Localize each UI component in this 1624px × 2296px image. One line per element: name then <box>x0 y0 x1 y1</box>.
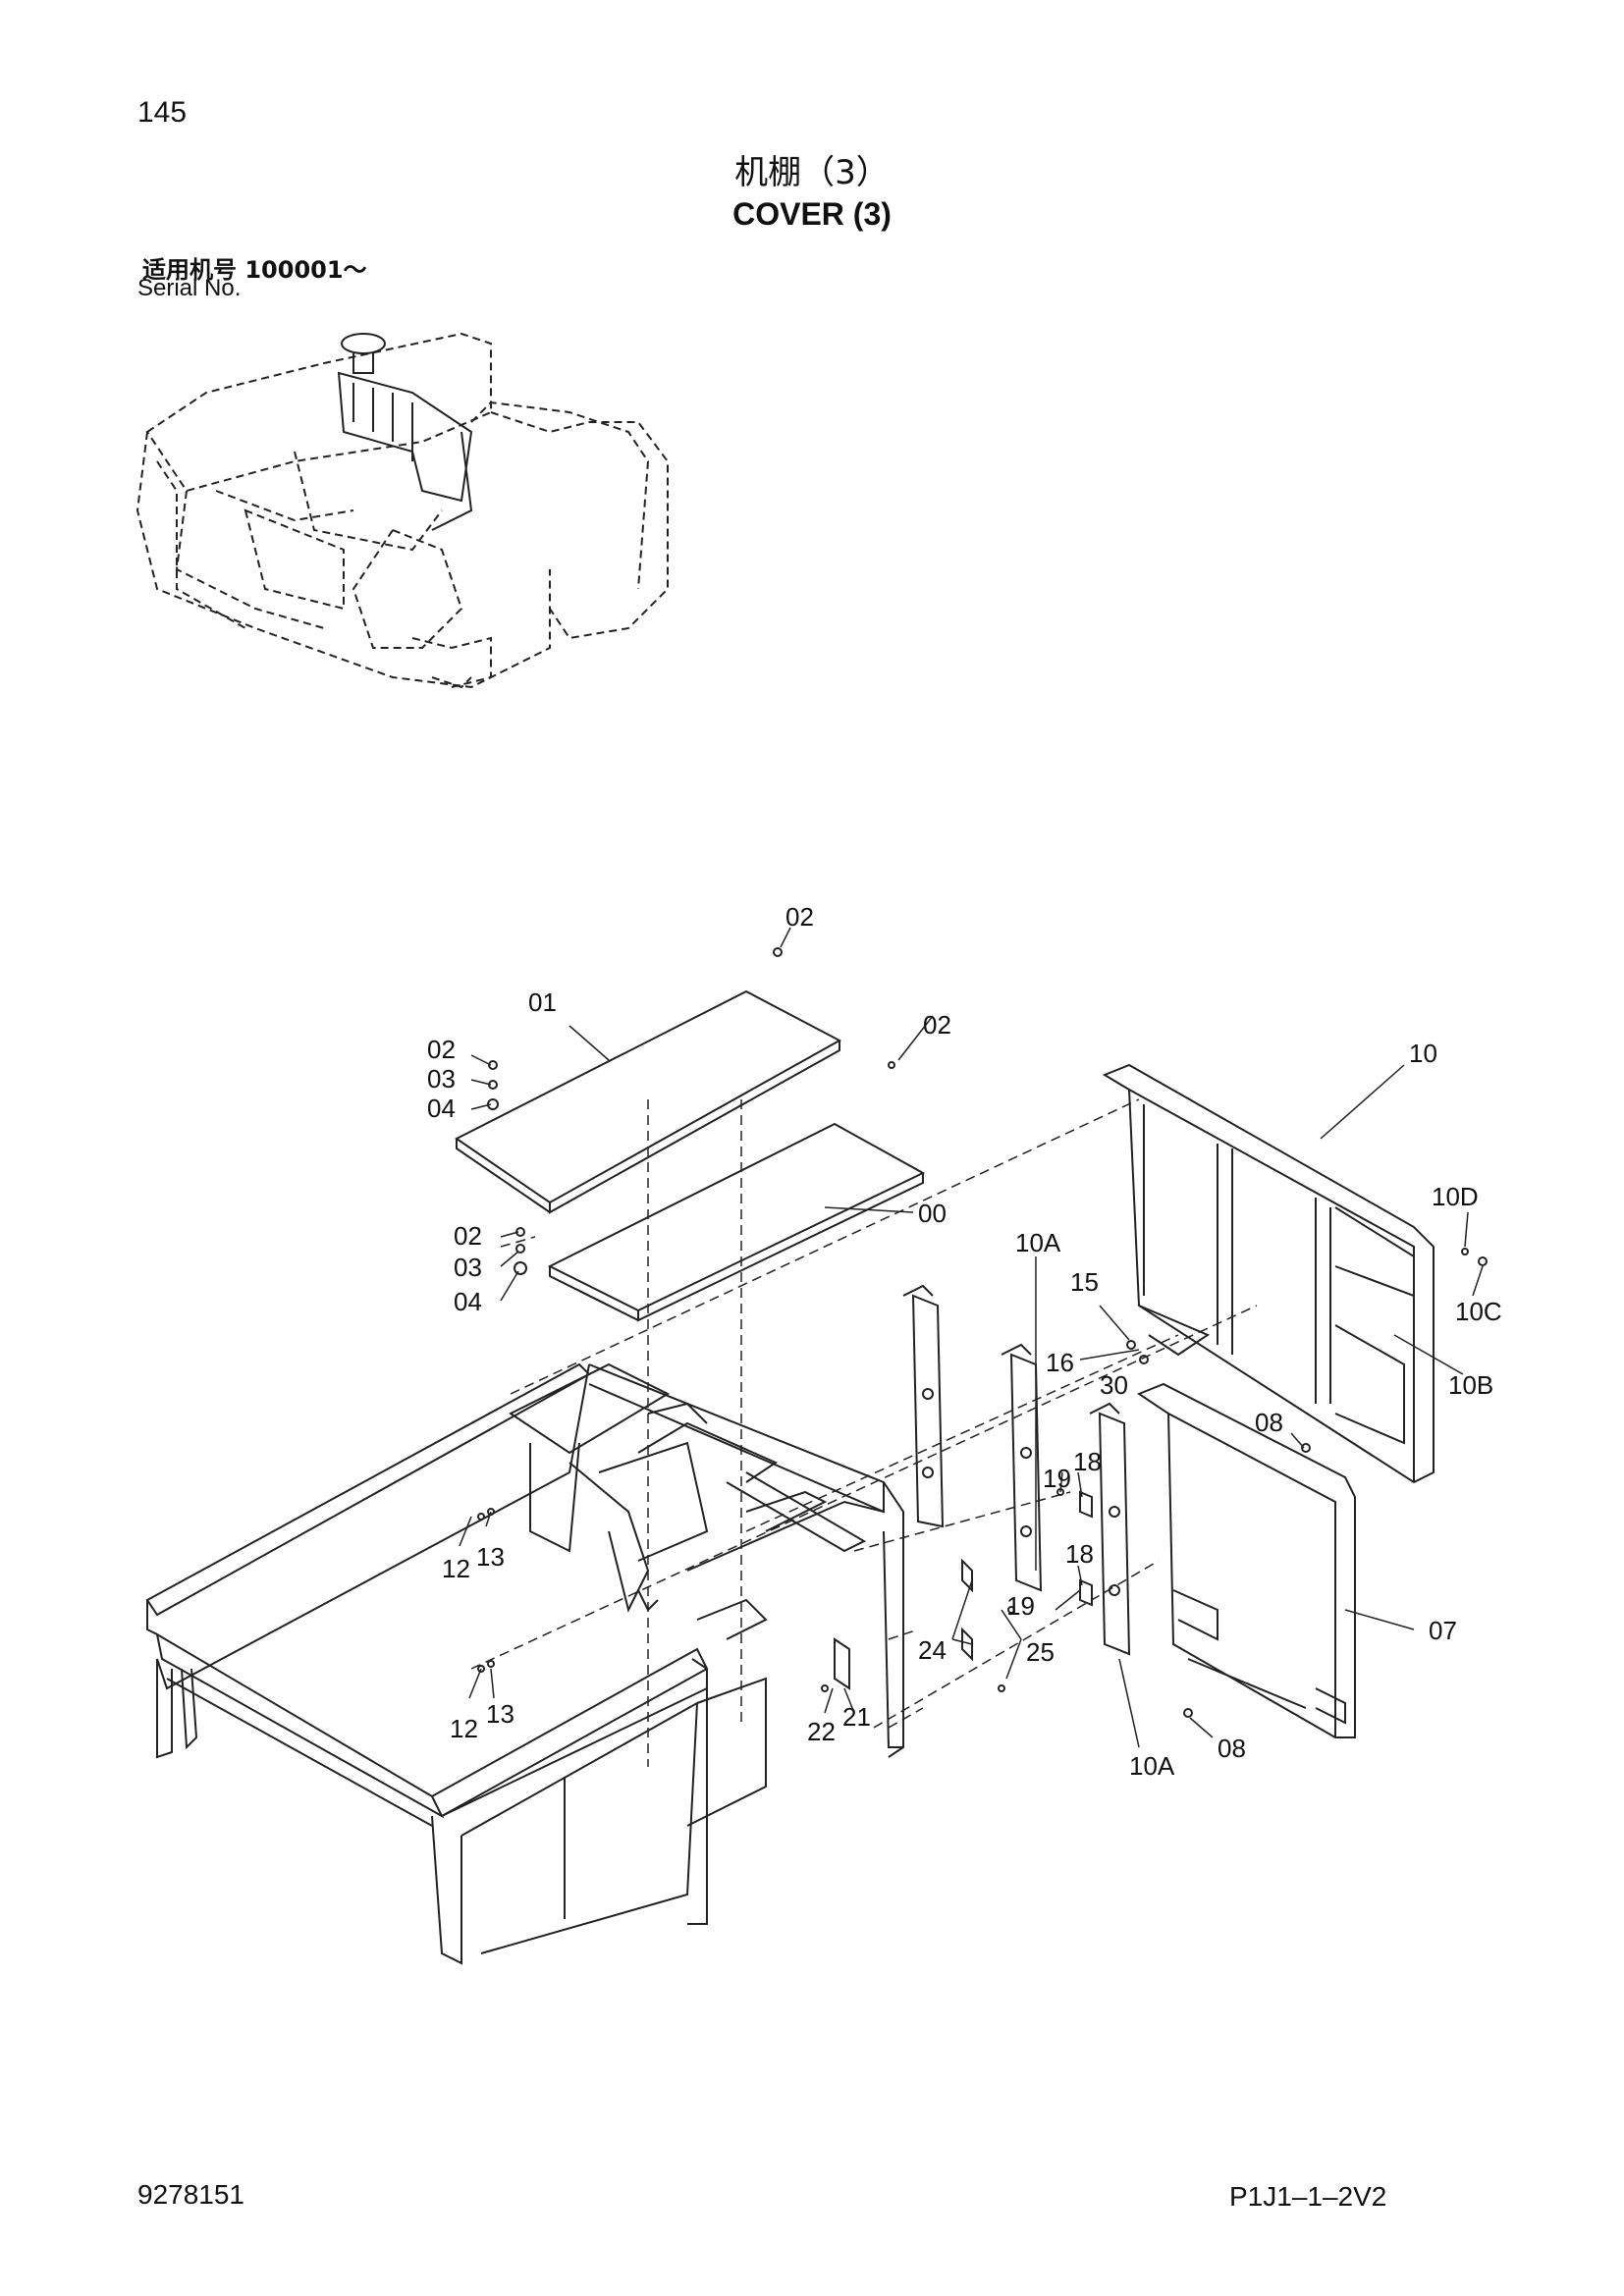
callout-label: 08 <box>1218 1734 1246 1763</box>
callout-label: 12 <box>442 1554 470 1583</box>
callout-label: 02 <box>454 1221 482 1251</box>
callout-label: 04 <box>427 1094 456 1123</box>
callout-label: 10 <box>1409 1039 1437 1068</box>
callout-labels: 02 01 02 02 03 04 10 00 10D 02 03 04 10A… <box>427 902 1502 1781</box>
serial-number-label-english: Serial No. <box>137 275 242 301</box>
callout-label: 19 <box>1006 1591 1035 1621</box>
callout-label: 02 <box>427 1035 456 1064</box>
callout-label: 15 <box>1070 1267 1099 1297</box>
callout-label: 10D <box>1432 1182 1479 1211</box>
callout-label: 13 <box>476 1542 505 1572</box>
serial-number-label-chinese: 适用机号 100001～ <box>142 256 367 284</box>
callout-label: 00 <box>918 1199 947 1228</box>
callout-label: 10A <box>1015 1228 1061 1257</box>
callout-label: 25 <box>1026 1637 1055 1667</box>
callout-label: 08 <box>1255 1408 1283 1437</box>
callout-label: 03 <box>454 1253 482 1282</box>
callout-label: 10C <box>1455 1297 1502 1326</box>
callout-label: 30 <box>1100 1370 1128 1400</box>
page-number: 145 <box>137 96 188 129</box>
page-title-english: COVER (3) <box>732 196 892 232</box>
callout-label: 04 <box>454 1287 482 1316</box>
page-title-chinese: 机棚（3） <box>734 153 890 192</box>
callout-label: 18 <box>1065 1539 1094 1569</box>
callout-label: 24 <box>918 1635 947 1665</box>
callout-label: 02 <box>785 902 814 932</box>
callout-label: 19 <box>1043 1464 1071 1493</box>
callout-label: 07 <box>1429 1616 1457 1645</box>
callout-label: 22 <box>807 1717 836 1746</box>
callout-label: 10A <box>1129 1751 1175 1781</box>
callout-label: 13 <box>486 1699 514 1729</box>
callout-label: 12 <box>450 1714 478 1743</box>
page-code: P1J1–1–2V2 <box>1229 2181 1387 2212</box>
callout-label: 16 <box>1046 1348 1074 1377</box>
document-number: 9278151 <box>137 2179 245 2210</box>
callout-label: 03 <box>427 1064 456 1094</box>
callout-label: 01 <box>528 988 557 1017</box>
callout-label: 02 <box>923 1010 951 1040</box>
callout-label: 10B <box>1448 1370 1493 1400</box>
callout-label: 18 <box>1073 1447 1102 1476</box>
callout-label: 21 <box>842 1702 871 1732</box>
